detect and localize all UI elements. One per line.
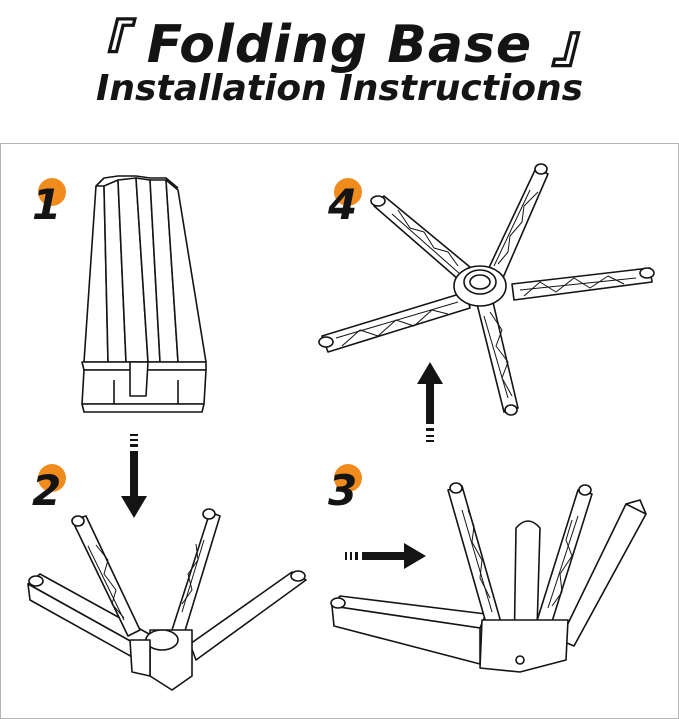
step-number: 2 [32, 466, 62, 515]
step-2-badge: 2 [32, 464, 74, 515]
nearly-open-base-illustration [330, 482, 647, 673]
arrow-right-icon [345, 543, 426, 569]
step-number: 4 [328, 180, 358, 229]
step-number: 1 [32, 180, 62, 229]
folded-base-illustration [81, 175, 207, 413]
page-title: 『 Folding Base 』 [74, 15, 605, 75]
arrow-up-icon [417, 362, 443, 442]
step-dot [38, 464, 66, 492]
step-4-badge: 4 [328, 178, 370, 229]
step-3-badge: 3 [328, 464, 370, 515]
step-1-badge: 1 [32, 178, 74, 229]
page-subtitle: Installation Instructions [95, 68, 584, 109]
open-base-illustration [318, 163, 655, 416]
step-dot [334, 178, 362, 206]
half-open-base-illustration [27, 508, 307, 691]
step-dot [334, 464, 362, 492]
arrow-down-icon [121, 434, 147, 518]
step-number: 3 [328, 466, 358, 515]
step-dot [38, 178, 66, 206]
